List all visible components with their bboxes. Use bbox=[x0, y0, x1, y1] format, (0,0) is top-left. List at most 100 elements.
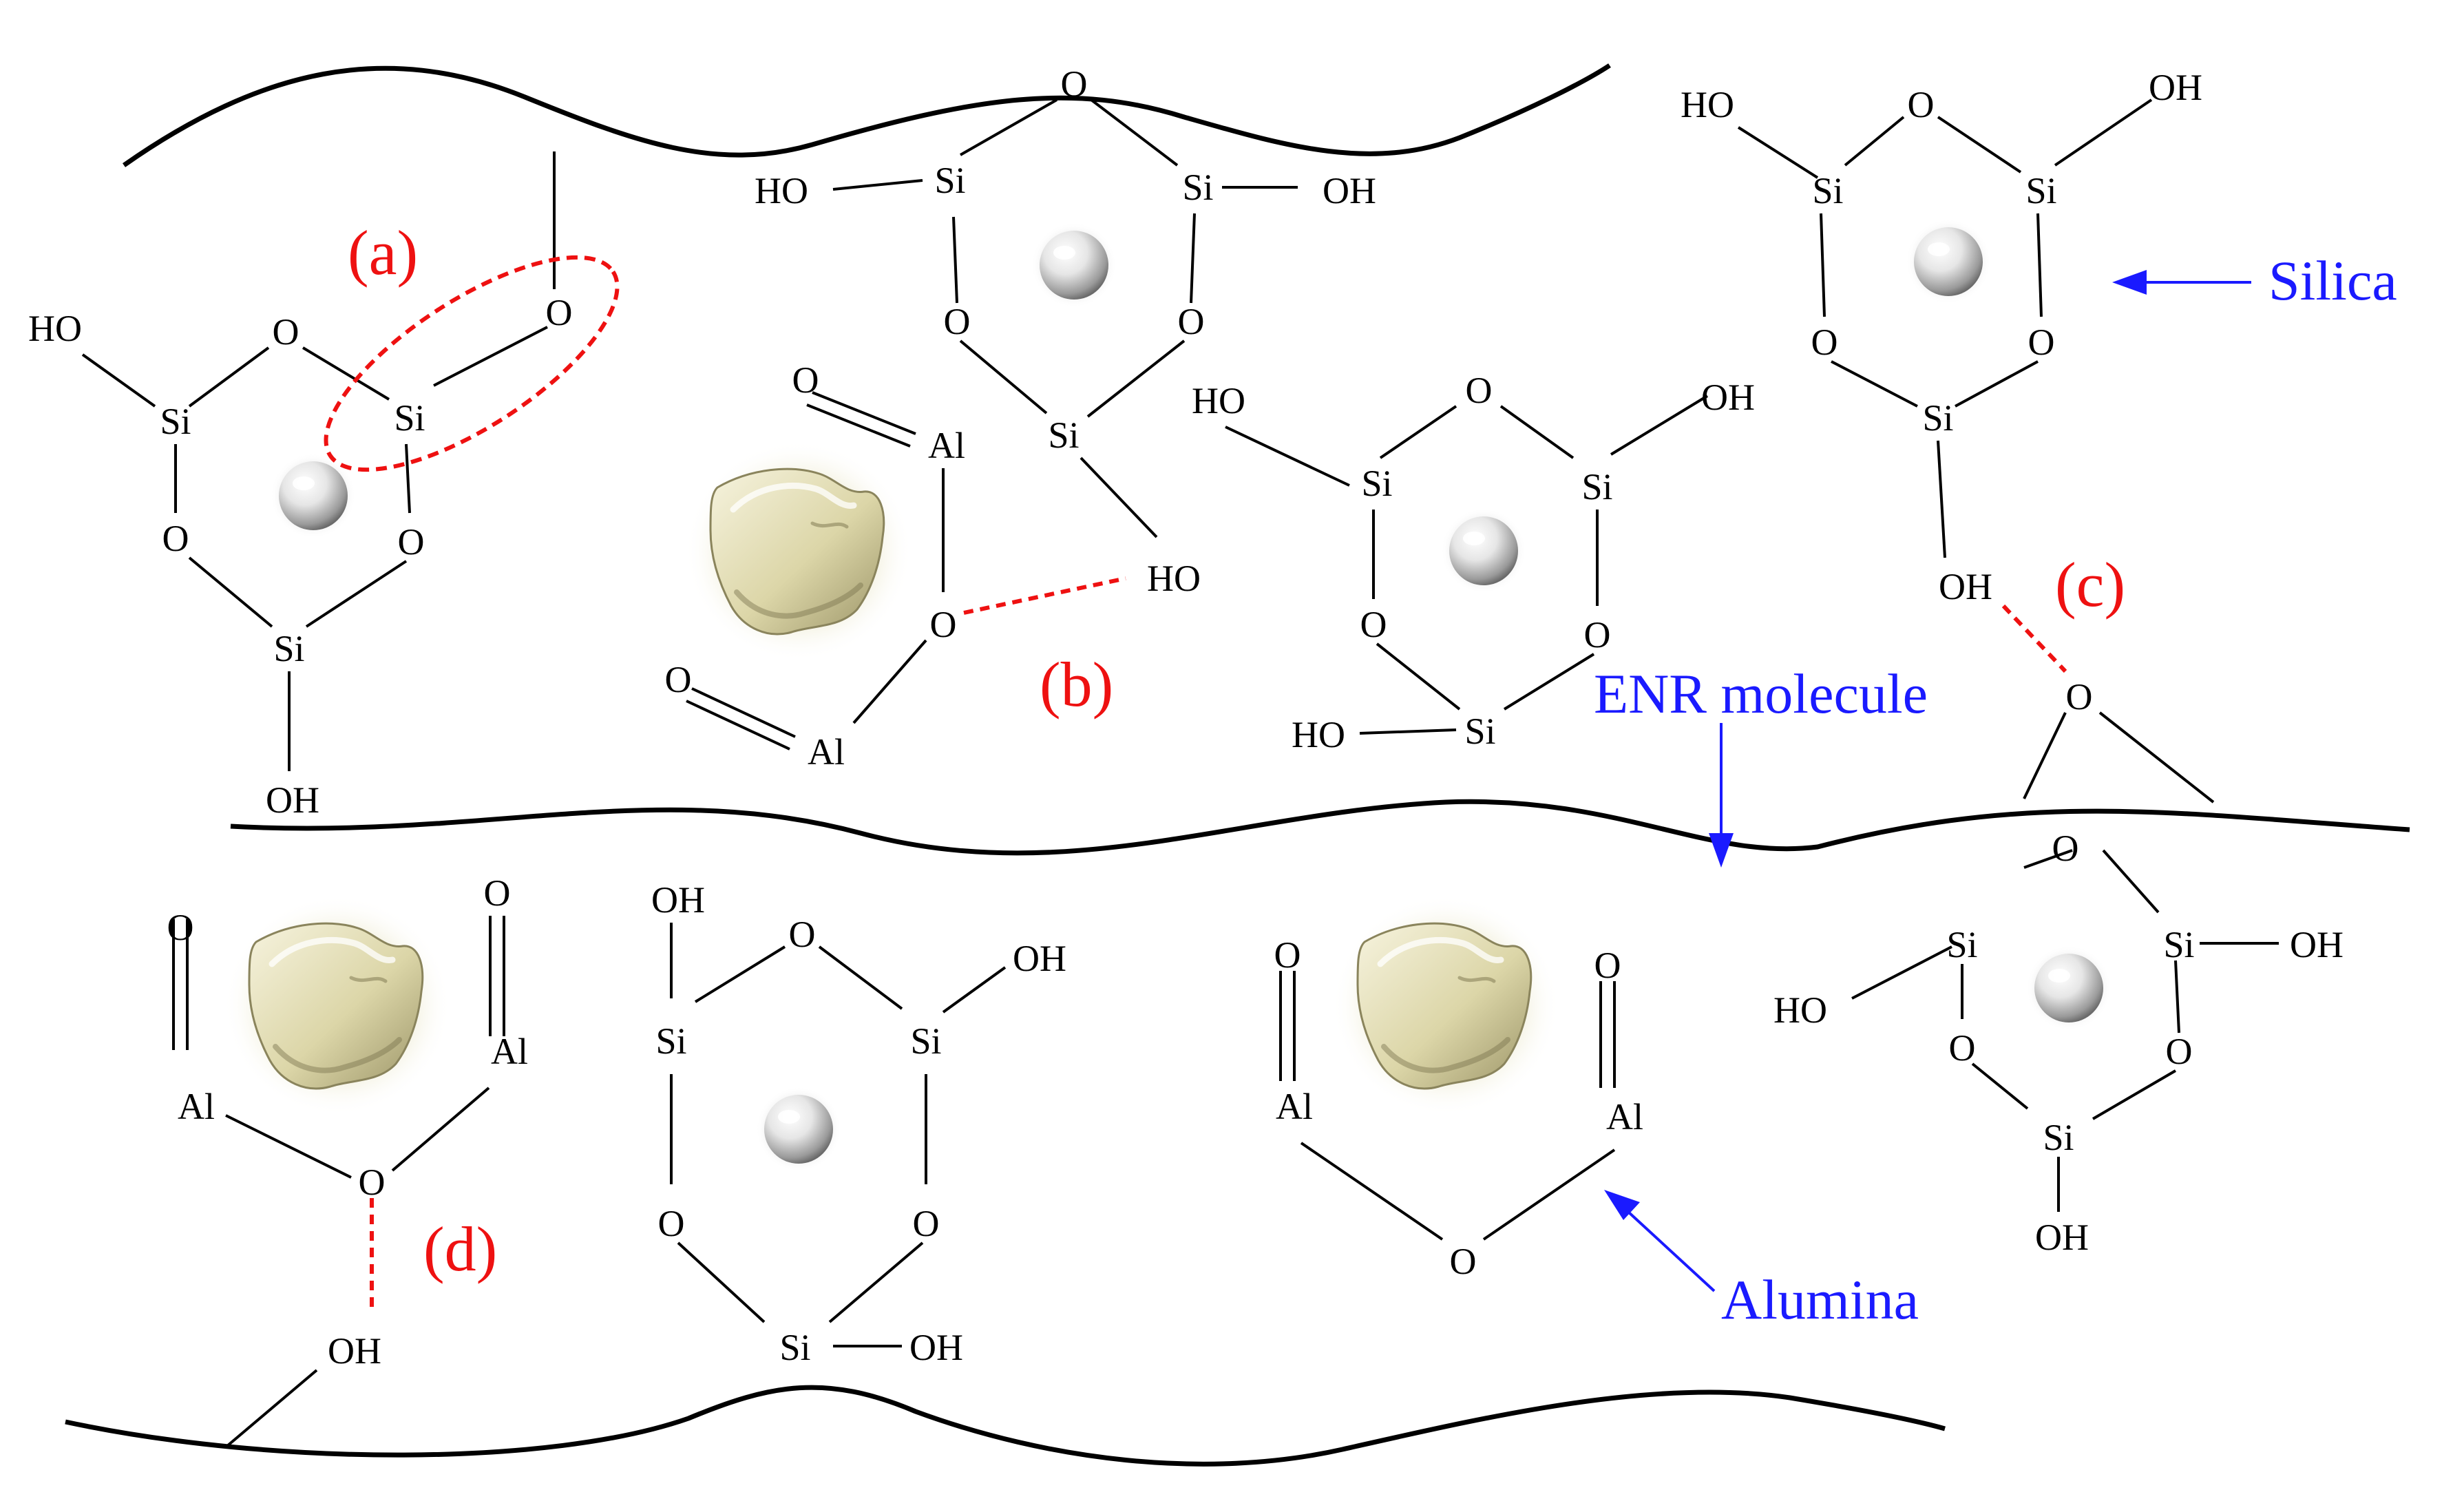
atom-o: O bbox=[546, 292, 573, 333]
atom-al: Al bbox=[928, 425, 965, 466]
atom-o: O bbox=[1949, 1027, 1976, 1069]
atom-o: O bbox=[665, 659, 692, 700]
atom-si: Si bbox=[1048, 415, 1079, 456]
atom-ho: HO bbox=[1773, 989, 1827, 1031]
atom-o: O bbox=[1274, 934, 1301, 976]
atom-oh: OH bbox=[1013, 938, 1066, 979]
atom-oh: OH bbox=[2035, 1217, 2089, 1258]
silica-particle bbox=[1906, 219, 1991, 304]
atom-oh: OH bbox=[328, 1330, 381, 1372]
atom-si: Si bbox=[934, 160, 965, 201]
atom-o: O bbox=[944, 301, 971, 342]
atom-ho: HO bbox=[1292, 714, 1345, 755]
atom-o: O bbox=[1466, 370, 1493, 411]
atom-o: O bbox=[1908, 84, 1935, 125]
atom-al: Al bbox=[808, 731, 845, 773]
atom-al: Al bbox=[178, 1086, 215, 1127]
atom-oh: OH bbox=[2290, 924, 2344, 965]
atom-al: Al bbox=[1276, 1086, 1313, 1127]
atom-si: Si bbox=[655, 1020, 686, 1062]
atom-si: Si bbox=[779, 1327, 810, 1368]
atom-ho: HO bbox=[1147, 558, 1201, 599]
atom-si: Si bbox=[1922, 397, 1953, 439]
silica-particle bbox=[1441, 508, 1526, 594]
enr-molecule-label: ENR molecule bbox=[1594, 662, 1928, 725]
silica-particle bbox=[756, 1087, 841, 1172]
interaction-label-a: (a) bbox=[348, 218, 418, 288]
interaction-label-b: (b) bbox=[1040, 649, 1113, 720]
atom-o: O bbox=[2028, 322, 2055, 363]
atom-o: O bbox=[1450, 1241, 1477, 1282]
atom-o: O bbox=[2052, 828, 2079, 869]
atom-si: Si bbox=[1581, 466, 1612, 507]
interaction-label-d: (d) bbox=[423, 1214, 497, 1284]
atom-si: Si bbox=[273, 628, 304, 669]
atom-si: Si bbox=[1361, 463, 1392, 504]
atom-ho: HO bbox=[755, 170, 808, 211]
atom-o: O bbox=[398, 521, 425, 563]
bonds bbox=[81, 98, 2279, 1447]
alumina-label: Alumina bbox=[1721, 1268, 1919, 1331]
atom-oh: OH bbox=[909, 1327, 963, 1368]
atom-o: O bbox=[1178, 301, 1205, 342]
atom-o: O bbox=[1360, 604, 1387, 645]
atom-oh: OH bbox=[1939, 566, 1992, 607]
atom-oh: OH bbox=[1701, 377, 1755, 418]
alumina-arrow bbox=[1627, 1210, 1716, 1292]
enr-chain-top bbox=[122, 63, 1611, 167]
atom-o: O bbox=[1594, 945, 1621, 986]
silica-particle bbox=[2026, 945, 2112, 1031]
hydrogen-bond-c bbox=[2001, 604, 2067, 673]
enr-arrow-head bbox=[1709, 833, 1734, 868]
alumina-particle bbox=[685, 441, 912, 661]
atom-oh: OH bbox=[651, 879, 705, 921]
enr-chain-bottom bbox=[65, 1385, 1946, 1467]
silica-label: Silica bbox=[2268, 249, 2397, 312]
alumina-particle bbox=[1332, 895, 1559, 1115]
atom-ho: HO bbox=[1192, 380, 1245, 421]
atom-si: Si bbox=[160, 401, 191, 442]
atom-o: O bbox=[1584, 614, 1611, 655]
atom-o: O bbox=[792, 359, 819, 401]
atom-oh: OH bbox=[2149, 67, 2202, 108]
hydrogen-bond-b bbox=[963, 576, 1126, 615]
enr-chains bbox=[65, 63, 2410, 1467]
atom-o: O bbox=[2166, 1031, 2193, 1072]
atom-si: Si bbox=[910, 1020, 941, 1062]
atom-si: Si bbox=[2163, 924, 2194, 965]
atom-o: O bbox=[658, 1203, 685, 1244]
atom-si: Si bbox=[2025, 170, 2056, 211]
atom-al: Al bbox=[1606, 1096, 1643, 1137]
interaction-markers bbox=[324, 255, 2067, 1312]
silica-particle bbox=[1031, 222, 1117, 308]
atom-ho: HO bbox=[1681, 84, 1734, 125]
alumina-particle bbox=[224, 895, 451, 1115]
atom-oh: OH bbox=[266, 779, 319, 821]
atom-o: O bbox=[273, 311, 299, 353]
atom-o: O bbox=[1811, 322, 1838, 363]
enr-chain-middle bbox=[230, 799, 2410, 856]
atom-si: Si bbox=[394, 397, 425, 439]
atom-o: O bbox=[484, 872, 511, 914]
interaction-label-c: (c) bbox=[2055, 549, 2125, 620]
interaction-a-ellipse bbox=[324, 255, 620, 472]
atom-si: Si bbox=[1464, 711, 1495, 752]
atom-o: O bbox=[789, 914, 816, 955]
arrows bbox=[1604, 270, 2251, 1292]
annotation-labels: (a) (b) (c) (d) Silica ENR molecule Alum… bbox=[348, 218, 2397, 1331]
atom-si: Si bbox=[1182, 167, 1213, 208]
atom-si: Si bbox=[1812, 170, 1843, 211]
atom-ho: HO bbox=[28, 308, 82, 349]
atom-o: O bbox=[930, 604, 957, 645]
atom-o: O bbox=[167, 907, 194, 948]
atom-o: O bbox=[162, 518, 189, 559]
atom-labels: O HO O Si Si O O Si OH O HO Si Si OH O O… bbox=[28, 63, 2344, 1372]
silica-arrow-head bbox=[2112, 270, 2147, 295]
atom-si: Si bbox=[1946, 924, 1977, 965]
atom-si: Si bbox=[2043, 1117, 2074, 1158]
atom-o: O bbox=[2066, 676, 2093, 717]
atom-o: O bbox=[1061, 63, 1088, 105]
atom-o: O bbox=[359, 1162, 386, 1203]
atom-o: O bbox=[913, 1203, 940, 1244]
alumina-arrow-head bbox=[1604, 1190, 1640, 1220]
